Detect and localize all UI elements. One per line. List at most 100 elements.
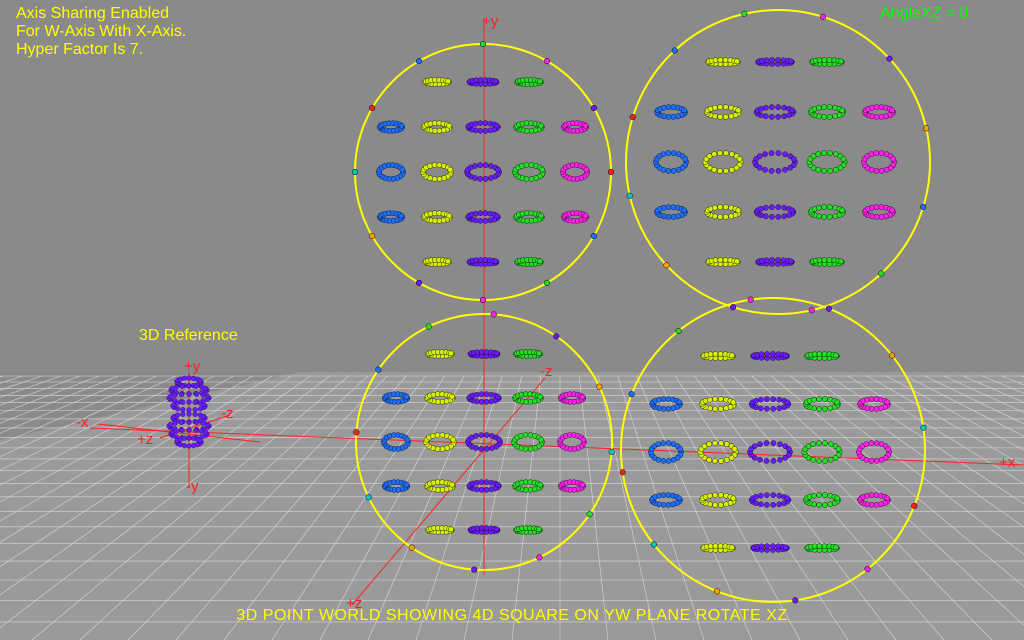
point-ring <box>705 57 741 67</box>
point-ring <box>750 351 790 361</box>
point-ring <box>752 150 798 174</box>
point-ring <box>700 543 736 553</box>
grid-line <box>79 375 369 640</box>
sphere-marker-dot <box>629 114 636 121</box>
reference-object <box>166 375 212 449</box>
point-ring <box>705 257 741 267</box>
point-ring <box>750 543 790 553</box>
sphere-marker-dot <box>415 58 423 65</box>
point-ring <box>806 150 848 174</box>
point-ring <box>376 162 406 182</box>
point-ring <box>513 210 545 224</box>
sphere-marker-dot <box>889 352 896 359</box>
sphere-marker-dot <box>425 323 432 330</box>
sphere-marker-dot <box>741 10 748 17</box>
sphere-marker-dot <box>714 588 721 595</box>
sphere-marker-dot <box>553 333 560 340</box>
point-ring <box>382 479 410 493</box>
point-ring <box>381 432 411 452</box>
point-ring <box>512 479 544 493</box>
sphere-marker-dot <box>471 566 478 573</box>
point-ring <box>702 150 744 174</box>
point-ring <box>808 104 846 120</box>
sphere-marker-dot <box>536 554 543 561</box>
point-ring <box>857 492 891 508</box>
ref-x-axis <box>97 423 261 443</box>
point-ring <box>377 120 405 134</box>
point-ring <box>862 104 896 120</box>
point-ring <box>424 391 456 405</box>
grid-line <box>790 375 1024 555</box>
sphere-marker-dot <box>923 125 930 132</box>
point-ring <box>809 257 845 267</box>
sphere-marker-dot <box>671 47 678 54</box>
ref-minus-z-label: -z <box>221 405 234 422</box>
ring-grid-top-right <box>653 57 898 267</box>
point-ring <box>801 440 843 464</box>
point-ring <box>697 440 739 464</box>
sphere-marker-dot <box>650 541 657 548</box>
grid-line <box>271 375 446 640</box>
sphere-marker-dot <box>543 58 551 65</box>
grid-line <box>0 375 157 445</box>
point-ring <box>514 257 544 267</box>
point-ring <box>466 391 502 405</box>
grid-line <box>463 375 522 640</box>
point-ring <box>423 432 457 452</box>
point-ring <box>558 391 586 405</box>
point-ring <box>560 162 590 182</box>
ref-minus-y-label: -y <box>186 478 199 495</box>
sphere-marker-dot <box>375 366 382 373</box>
ref-plus-y-label: +y <box>184 358 201 375</box>
point-ring <box>700 351 736 361</box>
grid-line <box>598 375 657 640</box>
point-ring <box>704 104 742 120</box>
sphere-marker-dot <box>369 232 376 240</box>
sphere-bottom-right <box>620 297 926 603</box>
world-plus-z-label: +z <box>346 595 362 612</box>
point-ring <box>649 396 683 412</box>
point-ring <box>513 349 543 359</box>
point-ring <box>464 162 502 182</box>
point-ring <box>803 396 841 412</box>
point-ring <box>421 120 453 134</box>
point-ring <box>753 104 797 120</box>
point-ring <box>514 77 544 87</box>
sphere-marker-dot <box>920 424 927 431</box>
world-plus-x-label: +x <box>999 454 1016 471</box>
info-line-axis-sharing: Axis Sharing Enabled <box>16 5 169 22</box>
sphere-marker-dot <box>864 566 871 573</box>
point-ring <box>511 432 545 452</box>
grid-line <box>867 375 1024 467</box>
sphere-marker-dot <box>675 327 682 334</box>
point-ring <box>513 525 543 535</box>
sphere-marker-dot <box>608 448 615 455</box>
grid-line <box>828 375 1024 505</box>
grid-line <box>847 375 1024 484</box>
ring-grid-bottom-left <box>381 349 587 535</box>
point-ring <box>467 525 501 535</box>
point-ring <box>755 257 795 267</box>
sphere-marker-dot <box>490 311 497 318</box>
point-ring <box>421 210 453 224</box>
point-ring <box>420 162 454 182</box>
grid-line <box>319 375 465 640</box>
point-ring <box>425 349 455 359</box>
point-ring <box>648 440 685 464</box>
point-ring <box>512 162 546 182</box>
grid-line <box>924 375 1024 425</box>
point-ring <box>704 204 742 220</box>
point-ring <box>653 150 690 174</box>
point-ring <box>424 479 456 493</box>
point-ring <box>422 257 452 267</box>
sphere-marker-dot <box>878 270 885 277</box>
point-ring <box>466 257 500 267</box>
point-ring <box>699 492 737 508</box>
sphere-marker-dot <box>543 279 551 286</box>
grid-line <box>0 375 138 434</box>
grid-line <box>0 375 215 486</box>
grid-line <box>0 375 234 503</box>
point-ring <box>862 204 896 220</box>
point-ring <box>748 492 792 508</box>
